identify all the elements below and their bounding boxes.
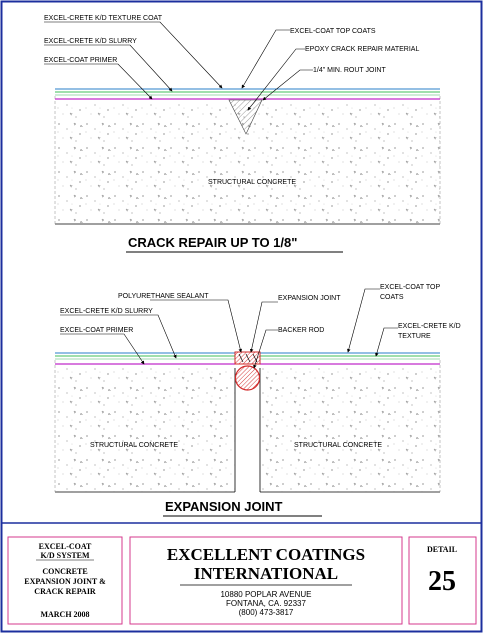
label-kd-texture-coat: EXCEL-CRETE K/D TEXTURE COAT: [44, 15, 163, 22]
company-address-line1: 10880 POPLAR AVENUE: [220, 590, 311, 599]
label-kd-slurry-bottom: EXCEL-CRETE K/D SLURRY: [60, 308, 153, 315]
description-line1: CONCRETE: [42, 567, 87, 576]
label-top-coats-line2: COATS: [380, 294, 404, 301]
structural-concrete-right: [260, 368, 440, 492]
label-structural-concrete: STRUCTURAL CONCRETE: [208, 179, 296, 186]
label-kd-texture-line1: EXCEL-CRETE K/D: [398, 323, 461, 330]
crack-repair-detail: EXCEL-CRETE K/D TEXTURE COAT EXCEL-CRETE…: [44, 15, 441, 253]
detail-number: 25: [428, 566, 456, 597]
label-structural-right: STRUCTURAL CONCRETE: [294, 442, 382, 449]
system-box: [7, 536, 123, 625]
company-name-line2: INTERNATIONAL: [194, 564, 338, 583]
rout-joint-epoxy: [228, 99, 263, 135]
company-phone: (800) 473-3817: [239, 608, 294, 617]
label-rout-joint: 1/4" MIN. ROUT JOINT: [313, 67, 386, 74]
revision-date: MARCH 2008: [40, 610, 89, 619]
detail-label: DETAIL: [427, 545, 457, 554]
label-structural-left: STRUCTURAL CONCRETE: [90, 442, 178, 449]
label-epoxy: EPOXY CRACK REPAIR MATERIAL: [305, 46, 419, 53]
label-top-coats-line1: EXCEL-COAT TOP: [380, 284, 440, 291]
company-name-line1: EXCELLENT COATINGS: [167, 545, 365, 564]
label-top-coats: EXCEL-COAT TOP COATS: [290, 28, 376, 35]
detail-box: [408, 536, 477, 625]
expansion-joint-detail: POLYURETHANE SEALANT EXPANSION JOINT BAC…: [54, 284, 461, 517]
label-backer-rod: BACKER ROD: [278, 327, 324, 334]
title-block: EXCEL-COAT K/D SYSTEM CONCRETE EXPANSION…: [7, 536, 477, 625]
label-primer: EXCEL-COAT PRIMER: [44, 57, 117, 64]
company-box: [129, 536, 403, 625]
label-expansion-joint: EXPANSION JOINT: [278, 295, 341, 302]
label-polyurethane-sealant: POLYURETHANE SEALANT: [118, 293, 209, 300]
structural-concrete-left: [55, 368, 235, 492]
label-kd-slurry: EXCEL-CRETE K/D SLURRY: [44, 38, 137, 45]
description-line2: EXPANSION JOINT &: [24, 577, 106, 586]
expansion-joint-title: EXPANSION JOINT: [165, 499, 283, 514]
crack-repair-title: CRACK REPAIR UP TO 1/8": [128, 235, 297, 250]
backer-rod: [234, 365, 261, 391]
description-line3: CRACK REPAIR: [34, 587, 96, 596]
system-name-line1: EXCEL-COAT: [39, 542, 92, 551]
company-address-line2: FONTANA, CA. 92337: [226, 599, 306, 608]
polyurethane-sealant: [234, 351, 261, 365]
system-name-line2: K/D SYSTEM: [40, 551, 90, 560]
label-kd-texture-line2: TEXTURE: [398, 333, 431, 340]
label-primer-bottom: EXCEL-COAT PRIMER: [60, 327, 133, 334]
